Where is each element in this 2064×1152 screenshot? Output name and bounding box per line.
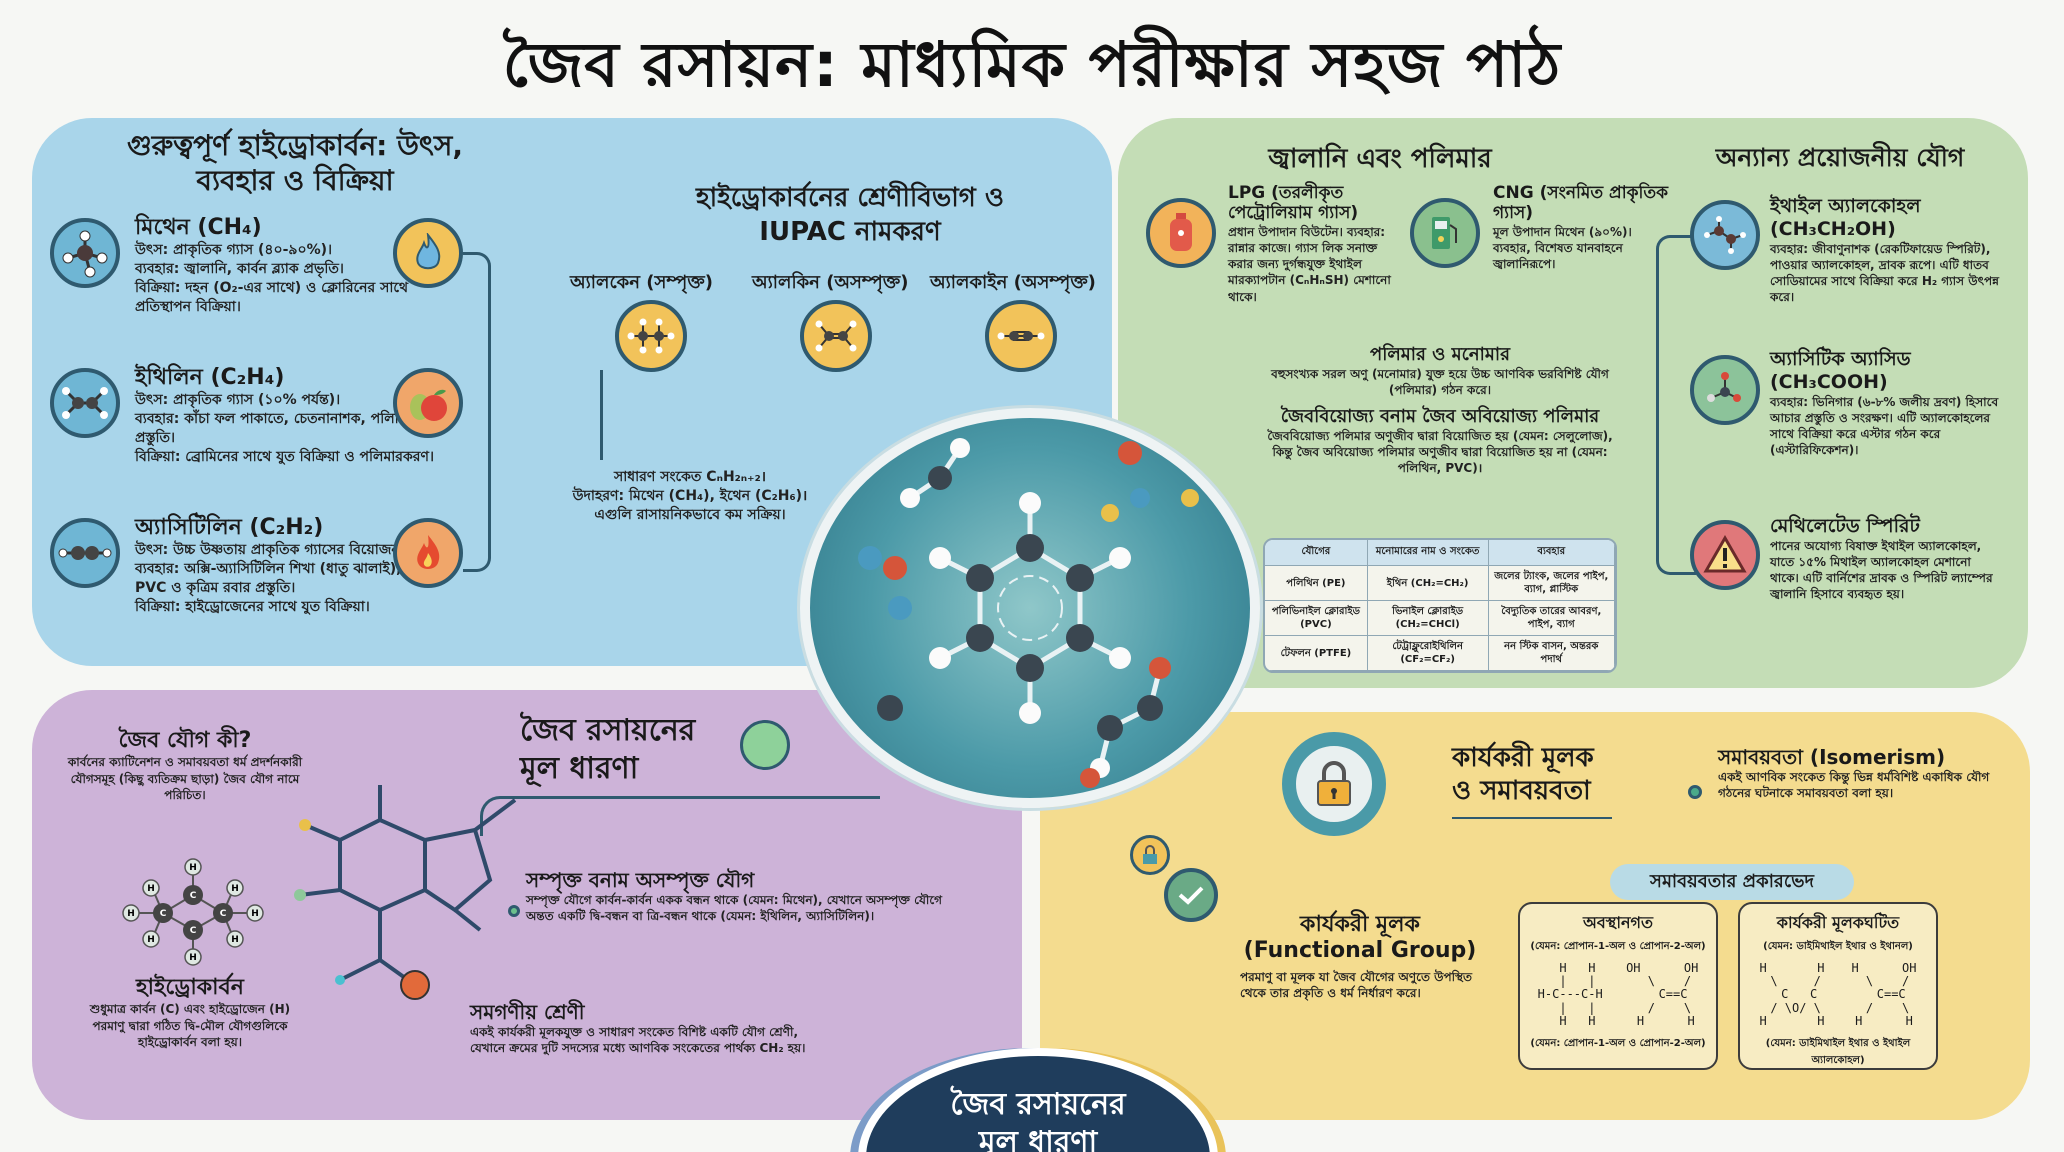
- svg-text:C: C: [160, 909, 167, 919]
- ring-icon: [740, 720, 790, 770]
- acetic-acid-item: অ্যাসিটিক অ্যাসিড (CH₃COOH) ব্যবহার: ভিন…: [1770, 348, 1999, 458]
- basics-heading: জৈব রসায়নের মূল ধারণা: [520, 713, 696, 786]
- hydrocarbon-connector-line: [463, 252, 491, 572]
- table-header: যৌগের: [1265, 540, 1368, 566]
- methane-item: মিথেন (CH₄) উৎস: প্রাকৃতিক গ্যাস (৪০-৯০%…: [135, 215, 409, 316]
- fire-icon: [393, 518, 463, 588]
- svg-text:C: C: [220, 909, 227, 919]
- cng-item: CNG (সংনমিত প্রাকৃতিক গ্যাস) মূল উপাদান …: [1493, 183, 1669, 272]
- fuel-heading: জ্বালানি এবং পলিমার: [1268, 144, 1492, 174]
- ethylene-molecule-icon: [50, 368, 120, 438]
- gas-cylinder-icon: [1146, 198, 1216, 268]
- homologous-series-section: সমগণীয় শ্রেণী একই কার্যকরী মূলকযুক্ত ও …: [470, 1000, 806, 1056]
- svg-text:H: H: [231, 884, 239, 894]
- organic-molecule-diagram: [294, 785, 517, 1000]
- polymer-table: যৌগের মনোমারের নাম ও সংকেত ব্যবহার পলিথি…: [1263, 538, 1617, 673]
- gas-flame-icon: [393, 218, 463, 288]
- page-title: জৈব রসায়ন: মাধ্যমিক পরীক্ষার সহজ পাঠ: [502, 28, 1562, 101]
- svg-text:H: H: [147, 884, 155, 894]
- table-header: মনোমারের নাম ও সংকেত: [1367, 540, 1489, 566]
- table-header: ব্যবহার: [1488, 540, 1615, 566]
- structural-formula: OH OH \ / C==C / \ H H: [1626, 961, 1699, 1028]
- benzene-molecule-icon: [858, 438, 1199, 788]
- isomerism-node-dot: [1688, 785, 1702, 799]
- classification-note: সাধারণ সংকেত CₙH₂ₙ₊₂। উদাহরণ: মিথেন (CH₄…: [572, 469, 808, 523]
- svg-text:H: H: [127, 909, 135, 919]
- structural-formula: H H | | H-C---C-H | | H H: [1537, 961, 1603, 1028]
- alkane-label: অ্যালকেন (সম্পৃক্ত): [570, 272, 713, 293]
- saturated-unsaturated-section: সম্পৃক্ত বনাম অসম্পৃক্ত যৌগ সম্পৃক্ত যৌগ…: [526, 868, 943, 924]
- svg-text:H: H: [189, 953, 197, 963]
- alkene-label: অ্যালকিন (অসম্পৃক্ত): [752, 272, 909, 293]
- central-molecule-illustration: [800, 408, 1260, 808]
- hydrocarbon-definition: হাইড্রোকার্বন শুধুমাত্র কার্বন (C) এবং হ…: [89, 975, 291, 1049]
- structural-formula: H H \ / C C / \O/ \ H H: [1759, 961, 1825, 1028]
- basics-panel: [32, 690, 1022, 1120]
- svg-text:C: C: [190, 926, 197, 936]
- ethanol-molecule-icon: [1690, 200, 1760, 270]
- fg-title-underline: [1452, 817, 1612, 819]
- alkane-molecule-icon: [615, 300, 687, 372]
- isomerism-section: সমাবয়বতা (Isomerism) একই আণবিক সংকেত কি…: [1718, 745, 1990, 801]
- svg-text:H: H: [147, 935, 155, 945]
- positional-isomer-box: অবস্থানগত (যেমন: প্রোপান-1-অল ও প্রোপান-…: [1518, 902, 1718, 1070]
- warning-icon: [1690, 520, 1760, 590]
- table-row: পলিথিন (PE) ইথিন (CH₂=CH₂) জলের ট্যাংক, …: [1265, 566, 1615, 601]
- svg-text:H: H: [189, 863, 197, 873]
- classification-heading: হাইড্রোকার্বনের শ্রেণীবিভাগ ও IUPAC নামক…: [696, 183, 1004, 247]
- lpg-item: LPG (তরলীকৃত পেট্রোলিয়াম গ্যাস) প্রধান …: [1228, 183, 1391, 304]
- acetic-acid-molecule-icon: [1690, 355, 1760, 425]
- functional-group-section: কার্যকরী মূলক (Functional Group) পরমাণু …: [1240, 912, 1477, 1000]
- svg-text:H: H: [251, 909, 259, 919]
- node-dot-icon: [508, 905, 520, 917]
- svg-text:C: C: [190, 891, 197, 901]
- acetylene-molecule-icon: [50, 518, 120, 588]
- alkane-connector-line: [600, 370, 630, 460]
- organic-compound-section: জৈব যৌগ কী? কার্বনের ক্যাটিনেশন ও সমাবয়…: [67, 728, 303, 802]
- hydrocarbon-structure-diagram: C C C C H H H H H H H H: [122, 858, 264, 966]
- acetylene-item: অ্যাসিটিলিন (C₂H₂) উৎস: উচ্চ উষ্ণতায় প্…: [135, 515, 405, 616]
- table-row: টেফলন (PTFE) টেট্রাফ্লুরোইথিলিন (CF₂=CF₂…: [1265, 636, 1615, 671]
- ethanol-item: ইথাইল অ্যালকোহল (CH₃CH₂OH) ব্যবহার: জীবা…: [1770, 195, 1999, 305]
- functional-isomerism-heading: কার্যকরী মূলক ও সমাবয়বতা: [1452, 743, 1594, 806]
- functional-isomer-box: কার্যকরী মূলকঘটিত (যেমন: ডাইমিথাইল ইথার …: [1738, 902, 1938, 1070]
- fuel-pump-icon: [1410, 198, 1480, 268]
- alkene-molecule-icon: [800, 300, 872, 372]
- alkyne-label: অ্যালকাইন (অসম্পৃক্ত): [930, 272, 1096, 293]
- fruit-icon: [393, 368, 463, 438]
- ethylene-item: ইথিলিন (C₂H₄) উৎস: প্রাকৃতিক গ্যাস (১০% …: [135, 365, 434, 466]
- methane-molecule-icon: [50, 218, 120, 288]
- alkyne-molecule-icon: [985, 300, 1057, 372]
- compounds-connector-line: [1656, 235, 1696, 575]
- basics-connector-line: [480, 796, 880, 836]
- structural-formula: H OH \ / C==C / \ H H: [1851, 961, 1917, 1028]
- checkmark-icon: [1164, 868, 1218, 922]
- methylated-spirit-item: মেথিলেটেড স্পিরিট পানের অযোগ্য বিষাক্ত ই…: [1770, 515, 1993, 602]
- polymer-monomer-section: পলিমার ও মনোমার বহুসংখ্যক সরল অণু (মনোমা…: [1267, 344, 1613, 475]
- table-row: পলিভিনাইল ক্লোরাইড (PVC) ভিনাইল ক্লোরাইড…: [1265, 601, 1615, 636]
- padlock-icon: [1282, 732, 1386, 836]
- small-padlock-icon: [1130, 835, 1170, 875]
- hydrocarbons-heading: গুরুত্বপূর্ণ হাইড্রোকার্বন: উৎস, ব্যবহার…: [126, 129, 464, 197]
- svg-text:H: H: [231, 935, 239, 945]
- compounds-heading: অন্যান্য প্রয়োজনীয় যৌগ: [1715, 143, 1965, 172]
- isomerism-types-pill: সমাবয়বতার প্রকারভেদ: [1610, 864, 1854, 900]
